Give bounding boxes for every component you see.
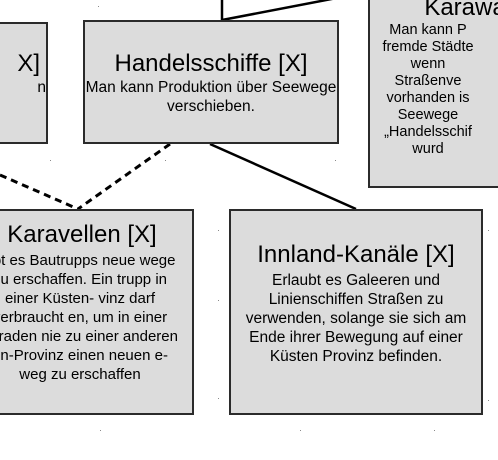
grid-dot: [300, 430, 301, 431]
connector-handelsschiffe-to-kanaele: [209, 142, 357, 211]
node-title: Handelsschiffe [X]: [114, 50, 308, 77]
tech-node-karawane[interactable]: Karawa Man kann P fremde Städte wenn Str…: [368, 0, 498, 188]
grid-dot: [218, 230, 219, 231]
node-description: Man kann P fremde Städte wenn Straßenve …: [382, 22, 474, 157]
grid-dot: [488, 400, 489, 401]
node-title: Karawa: [424, 0, 498, 21]
node-description: Erlaubt es Galeeren und Linienschiffen S…: [245, 272, 467, 365]
grid-dot: [98, 6, 99, 7]
tech-node-innland-kanaele[interactable]: Innland-Kanäle [X] Erlaubt es Galeeren u…: [229, 209, 483, 415]
grid-dot: [218, 300, 219, 301]
node-title: X]: [17, 50, 40, 77]
connector-handelsschiffe-to-karavellen: [77, 142, 171, 211]
tech-node-karavellen[interactable]: Karavellen [X] ubt es Bautrupps neue weg…: [0, 209, 194, 415]
connector-handelsschiffe-to-karawane: [221, 0, 333, 22]
grid-dot: [50, 160, 51, 161]
tech-node-handelsschiffe[interactable]: Handelsschiffe [X] Man kann Produktion ü…: [83, 20, 339, 144]
connector-left-to-karavellen: [0, 173, 79, 211]
grid-dot: [335, 160, 336, 161]
grid-dot: [488, 230, 489, 231]
grid-dot: [434, 430, 435, 431]
node-title: Karavellen [X]: [7, 221, 157, 248]
tech-node-partial-left[interactable]: X] n: [0, 22, 48, 144]
grid-dot: [165, 160, 166, 161]
node-description: n: [37, 79, 46, 96]
grid-dot: [100, 430, 101, 431]
node-description: ubt es Bautrupps neue wege zu erschaffen…: [0, 252, 178, 383]
node-description: Man kann Produktion über Seewege verschi…: [85, 79, 337, 115]
grid-dot: [218, 398, 219, 399]
node-title: Innland-Kanäle [X]: [257, 241, 455, 268]
